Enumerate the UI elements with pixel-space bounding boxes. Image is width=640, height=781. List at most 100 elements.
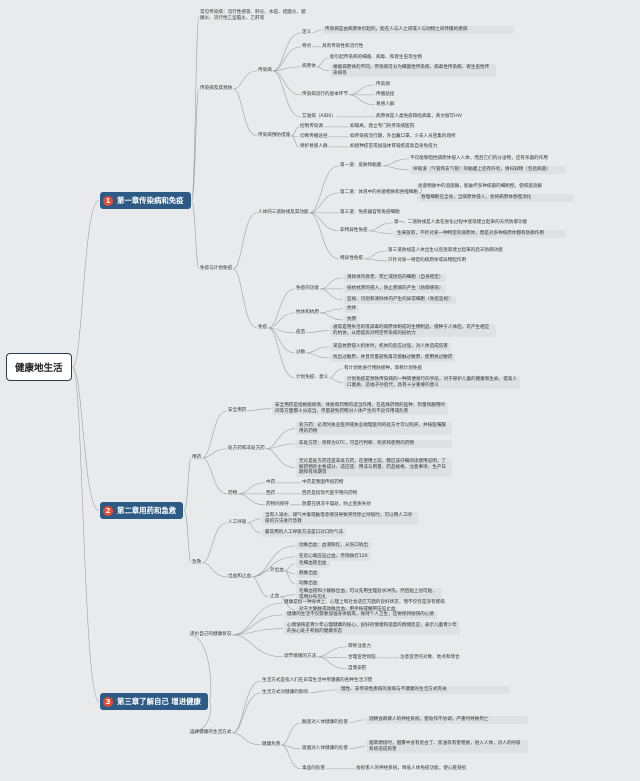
connector — [238, 493, 266, 506]
connector — [251, 556, 296, 578]
ch3-life-2: 生活方式对健康的影响 — [262, 690, 308, 695]
ch2-bleed-vein: 外出血 — [270, 568, 284, 573]
ch1-function-2: 抵抗抗原的侵入，防止疾病的产生（防御感染） — [344, 285, 447, 293]
connector — [316, 66, 330, 72]
ch3-lifestyle: 选择健康的生活方式 — [190, 730, 232, 735]
ch2-rx: 药物的保存 — [266, 502, 289, 507]
connector — [183, 510, 192, 564]
connector — [319, 277, 344, 290]
connector — [309, 212, 340, 232]
ch1-allergy-1: 某些抗原侵入机体时，机体的反应过强，对人体造成伤害 — [330, 343, 451, 351]
ch1-link-3: 易感人群 — [376, 102, 395, 107]
connector — [247, 522, 262, 534]
connector — [233, 70, 258, 90]
connector — [232, 732, 262, 746]
ch1-specific-1: 第三道防线是人体出生以后逐渐建立起来的后天防御功能 — [388, 248, 503, 253]
ch1-measure-1: 控制传染源 — [300, 124, 323, 129]
connector — [191, 88, 200, 201]
ch2-bleed-artery-text: 在近心端压迫止血，尽快拨打120 — [296, 553, 371, 561]
ch1-measure-2: 切断传播途径 — [300, 134, 328, 139]
ch2-cn: 中药 — [266, 480, 276, 485]
root-node[interactable]: 健康地生活 — [6, 353, 72, 381]
connector — [308, 689, 338, 694]
connector — [306, 352, 330, 359]
connector — [291, 135, 300, 148]
ch1-definition: 定义 — [302, 30, 312, 35]
ch1-specific: 特异性免疫 — [340, 256, 363, 261]
ch1-plan-2: 计划免疫是预防传染病的一种简便易行的手段，对于保护儿童的健康和生命，提高人口素质… — [344, 376, 520, 390]
ch1-definition-text: 传染病是由病原体引起的，能在人与人之间或人与动物之间传播的疾病 — [322, 26, 514, 34]
ch3-harm-3-text: 会损害人的神经系统，降低人体免疫功能，使心脏受损 — [356, 766, 467, 771]
ch1-line-2: 第二道：体液中的杀菌物质和吞噬细胞 — [340, 190, 419, 195]
ch1-line-1-a: 不仅能够阻挡病原体侵入人体，而且它们的分泌物，还有杀菌的作用 — [410, 156, 548, 161]
ch1-measure-2-text: 如传染病流行期，外出戴口罩，少去人员密集的场所 — [350, 134, 456, 139]
ch1-plan: 计划免疫、意义 — [296, 375, 329, 380]
ch3-evaluate: 评价自己的健康状况 — [190, 632, 232, 637]
connector — [265, 443, 296, 450]
connector — [251, 570, 270, 578]
connector — [188, 634, 212, 702]
connector — [232, 628, 284, 636]
connector — [268, 312, 296, 329]
connector — [309, 212, 340, 260]
ch1-features: 特点 — [302, 44, 312, 49]
connector — [72, 200, 100, 368]
connector — [368, 230, 394, 235]
ch1-allergy-2: 找出过敏原，并且尽量避免再次接触过敏原，使用抗过敏药 — [330, 354, 456, 362]
connector — [319, 308, 344, 314]
ch2-cpr-a: 当有人溺水、煤气中毒或触电等情况导致突然停止呼吸时，可以用人工呼吸的方法进行急救 — [262, 512, 418, 526]
ch2-prescription-b: 非处方药：简称为OTC，可自行判断、购买和使用的药物 — [296, 440, 452, 448]
ch3-harm-2: 吸烟对人体健康的危害 — [302, 746, 348, 751]
ch1-measure-3-text: 如接种疫苗或加强体育锻炼提高自身免疫力 — [350, 144, 438, 149]
connector — [348, 746, 366, 750]
chapter-3-node[interactable]: 3 第三章了解自己 增进健康 — [100, 693, 208, 710]
connector — [232, 634, 284, 658]
chapter-1-node[interactable]: 1 第一章传染病和免疫 — [100, 192, 191, 209]
connector — [272, 46, 302, 72]
connector — [272, 70, 302, 118]
connector — [316, 57, 330, 68]
ch2-firstaid: 急救 — [192, 560, 202, 565]
ch1-measures: 传染病预防措施 — [258, 133, 291, 138]
connector — [202, 522, 228, 564]
connector — [291, 135, 300, 138]
ch1-immunity: 免疫与计划免疫 — [200, 266, 233, 271]
connector — [348, 94, 376, 106]
ch3-adjust-3: 自我安慰 — [348, 666, 367, 671]
ch2-rx-text: 放置在阴凉干燥处，防止变质失效 — [302, 502, 371, 507]
ch1-link-1: 传染源 — [376, 82, 390, 87]
ch1-measure-3: 保护易感人群 — [300, 144, 328, 149]
ch1-vaccine-text: 通常是用失活的或减毒的病原体制成的生物制品，接种于人体后，可产生相应的抗体，从而… — [330, 324, 496, 338]
ch1-line-1-b: 呼吸道（气管和支气管）的黏膜上还有纤毛，清扫异物（包括病菌） — [410, 166, 566, 174]
chapter-3-label: 第三章了解自己 增进健康 — [117, 697, 201, 706]
connector — [268, 327, 296, 379]
connector — [329, 377, 344, 384]
connector — [284, 570, 296, 575]
connector — [382, 165, 410, 171]
connector — [72, 366, 100, 511]
ch3-health-2: 心情愉快是青少年心理健康的核心，良好的情绪和适度的情绪反应，表示儿童青少年的身心… — [284, 622, 460, 636]
ch2-stop-1: 毛细血管和小静脉出血，可以先用生理盐水冲洗，然后贴上创可贴，或用纱布包扎 — [296, 588, 442, 602]
ch1-infectious: 传染病 — [258, 68, 272, 73]
ch1-immune-function: 免疫的功能 — [296, 286, 319, 291]
connector — [202, 448, 228, 459]
ch1-vaccine: 疫苗 — [296, 330, 306, 335]
ch1-antibody: 抗体 — [344, 305, 360, 313]
ch2-west: 西药 — [266, 491, 276, 496]
connector — [191, 200, 200, 270]
ch2-prescription-c: 无论是处方药还是非处方药，在使用之前，都应该仔细阅读使用说明，了解药物的主要成分… — [296, 458, 452, 478]
connector — [265, 448, 296, 468]
ch1-defense: 人体的三道防线及其功能 — [258, 210, 309, 215]
ch1-prevention-title: 传染病及其预防 — [200, 86, 233, 91]
ch1-measure-1-text: 如隔离，建立专门的传染病医院 — [350, 124, 415, 129]
ch1-features-text: 具有传染性和流行性 — [322, 44, 364, 49]
ch1-pathogen-1: 能引起传染病的细菌、病毒、和寄生虫等生物 — [330, 55, 422, 60]
connector — [348, 84, 376, 96]
connector — [202, 562, 228, 578]
root-label: 健康地生活 — [15, 363, 63, 374]
connector — [202, 410, 228, 459]
ch2-bleed-artery: 动脉出血：血液鲜红，从伤口喷出 — [296, 542, 371, 550]
ch2-prescription: 处方药和非处方药 — [228, 446, 265, 451]
chapter-2-node[interactable]: 2 第二章用药和急救 — [100, 502, 184, 519]
ch3-health-def: 健康是指一种身体上、心理上和社会适应方面的良好状态，而不仅仅是没有疾病 — [284, 600, 445, 605]
